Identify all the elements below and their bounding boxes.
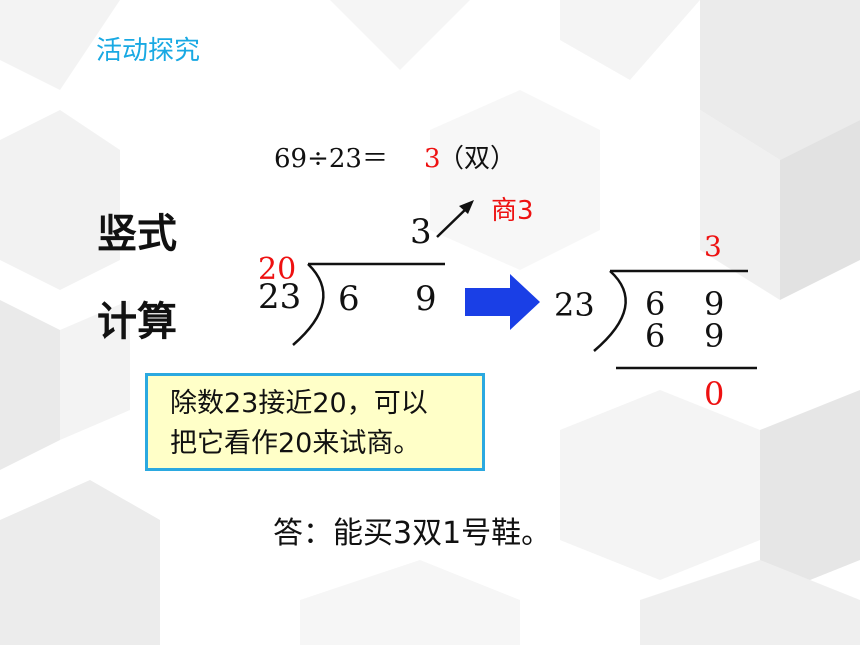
approx-divisor: 20 bbox=[258, 252, 297, 287]
trial-quotient-note: 商3 bbox=[491, 196, 534, 226]
left-quotient: 3 bbox=[410, 212, 432, 252]
equation-unit: （双） bbox=[438, 144, 517, 174]
label-vertical-form: 竖式 bbox=[97, 211, 177, 257]
left-dividend-ones: 9 bbox=[415, 279, 437, 319]
trial-arrow-head bbox=[459, 200, 474, 214]
right-product-ones: 9 bbox=[704, 317, 725, 355]
right-remainder: 0 bbox=[704, 375, 725, 413]
right-quotient: 3 bbox=[704, 230, 722, 263]
trial-arrow-line bbox=[436, 206, 469, 238]
section-title: 活动探究 bbox=[96, 36, 201, 66]
right-dividend-ones: 9 bbox=[704, 285, 725, 323]
equation-result: 3 bbox=[424, 144, 441, 174]
hint-line-2: 把它看作20来试商。 bbox=[170, 428, 421, 459]
right-division-curve bbox=[593, 270, 627, 352]
left-divisor: 23 bbox=[258, 277, 302, 317]
right-dividend-tens: 6 bbox=[645, 285, 666, 323]
label-calculation: 计算 bbox=[97, 299, 177, 345]
equation-expression: 69÷23＝ bbox=[274, 144, 388, 174]
left-dividend-tens: 6 bbox=[338, 279, 360, 319]
right-product-tens: 6 bbox=[645, 317, 666, 355]
hint-box: 除数23接近20，可以 把它看作20来试商。 bbox=[145, 373, 485, 471]
right-divisor: 23 bbox=[554, 286, 595, 324]
transform-arrow-icon bbox=[465, 274, 540, 330]
hint-line-1: 除数23接近20，可以 bbox=[170, 388, 428, 419]
left-division-curve bbox=[292, 263, 325, 346]
answer-text: 答：能买3双1号鞋。 bbox=[273, 516, 552, 551]
